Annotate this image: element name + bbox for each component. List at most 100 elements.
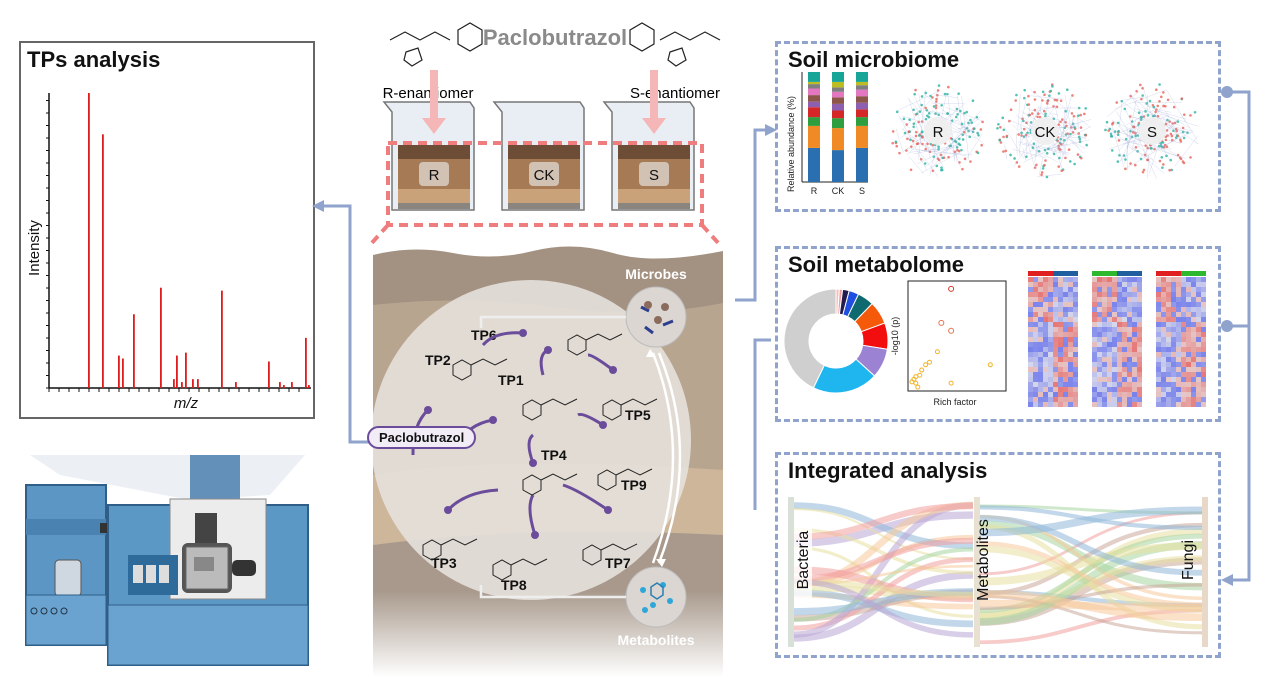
- network-label: S: [1147, 124, 1157, 141]
- network-ck: CK: [996, 83, 1091, 178]
- stack-segment: [856, 72, 868, 82]
- metabolome-charts: -log10 (p) Rich factor: [778, 249, 1218, 419]
- stack-segment: [856, 117, 868, 126]
- spectrum-peak: [235, 382, 237, 388]
- spectrum-peak: [185, 353, 187, 388]
- label-tp6: TP6: [471, 327, 497, 343]
- heatmap: [1028, 271, 1078, 407]
- r-structure: [390, 23, 482, 66]
- network-r: R: [891, 84, 984, 176]
- heatmap: [1092, 271, 1142, 407]
- soil-microbiome-panel: Soil microbiome Relative abundance (%) R…: [775, 41, 1221, 212]
- stack-segment: [832, 92, 844, 98]
- beaker-ck: CK: [494, 102, 584, 210]
- spectrum-peak: [160, 288, 162, 388]
- x-axis-label: m/z: [174, 395, 199, 412]
- stack-segment: [856, 82, 868, 85]
- scatter-xlabel: Rich factor: [933, 397, 976, 407]
- network-label: R: [933, 124, 944, 141]
- stack-segment: [856, 109, 868, 117]
- spectrum-peak: [118, 356, 120, 388]
- sankey-node-bar: [1202, 497, 1208, 647]
- heatmap-group-r: [1156, 271, 1181, 276]
- stack-segment: [832, 72, 844, 82]
- stack-segment: [832, 87, 844, 91]
- integrated-analysis-panel: Integrated analysis Bacteria Metabolites…: [775, 452, 1221, 658]
- node-fungi: Fungi: [1180, 540, 1197, 580]
- spectrum-peak: [176, 356, 178, 388]
- s-structure: [630, 23, 720, 66]
- paclobutrazol-node: Paclobutrazol: [367, 426, 476, 449]
- lc-ms-instrument: [20, 455, 320, 682]
- label-tp5: TP5: [625, 407, 651, 423]
- stack-segment: [856, 85, 868, 89]
- metabolites-icon: [626, 567, 686, 627]
- label-tp8: TP8: [501, 577, 527, 593]
- stack-segment: [832, 118, 844, 128]
- stack-segment: [808, 82, 820, 84]
- stack-segment: [856, 90, 868, 97]
- spectrum-peak: [88, 93, 90, 388]
- heatmap-group-ck: [1053, 271, 1078, 276]
- heatmap-group-r: [1028, 271, 1053, 276]
- mass-spectrum-chart: Intensity m/z: [21, 43, 313, 417]
- bar-tick-label: S: [859, 186, 865, 196]
- right-connector: [1215, 80, 1268, 600]
- stack-segment: [856, 96, 868, 103]
- label-tp2: TP2: [425, 352, 451, 368]
- stack-segment: [832, 82, 844, 88]
- label-tp3: TP3: [431, 555, 457, 571]
- stack-segment: [832, 97, 844, 104]
- stack-segment: [832, 150, 844, 182]
- spectrum-peak: [283, 385, 285, 388]
- tps-analysis-panel: TPs analysis Intensity m/z: [19, 41, 315, 419]
- network-s: S: [1104, 83, 1198, 178]
- scatter-ylabel: -log10 (p): [890, 317, 900, 356]
- soil-metabolome-panel: Soil metabolome -log10 (p) Rich factor: [775, 246, 1221, 422]
- heatmap: [1156, 271, 1206, 407]
- spectrum-peak: [181, 382, 183, 388]
- label-tp1: TP1: [498, 372, 524, 388]
- network-label: CK: [1035, 124, 1056, 141]
- spectrum-peak: [268, 361, 270, 388]
- bar-tick-label: CK: [832, 186, 845, 196]
- spectrum-peak: [102, 134, 104, 388]
- center-to-right-connectors: [735, 90, 815, 510]
- s-enantiomer-label: S-enantiomer: [630, 85, 720, 102]
- label-tp7: TP7: [605, 555, 631, 571]
- beaker-label: R: [429, 167, 440, 184]
- compound-title: Paclobutrazol: [483, 25, 627, 50]
- beaker-label: CK: [534, 167, 555, 184]
- spectrum-peak: [133, 314, 135, 388]
- spectrum-peak: [279, 382, 281, 388]
- heatmap-group-s: [1092, 271, 1117, 276]
- spectrum-peak: [122, 359, 124, 389]
- sankey-node-bar: [788, 497, 794, 647]
- spectrum-peak: [221, 291, 223, 388]
- metabolites-label: Metabolites: [617, 632, 694, 648]
- stack-segment: [856, 103, 868, 110]
- stack-segment: [808, 72, 820, 82]
- beaker-label: S: [649, 167, 659, 184]
- stack-segment: [808, 84, 820, 88]
- spectrum-peak: [291, 382, 293, 388]
- arrow-left-icon: [312, 200, 324, 212]
- stack-segment: [856, 126, 868, 148]
- heatmap-group-s: [1181, 271, 1206, 276]
- spectrum-peak: [192, 379, 194, 388]
- microbes-label: Microbes: [625, 266, 687, 282]
- heatmap-group-ck: [1117, 271, 1142, 276]
- r-enantiomer-label: R-enantiomer: [383, 85, 474, 102]
- label-tp4: TP4: [541, 447, 567, 463]
- enantiomer-setup: Paclobutrazol R-enantiomer S-enantiomer …: [370, 0, 740, 250]
- node-bacteria: Bacteria: [795, 531, 812, 590]
- stack-segment: [832, 104, 844, 111]
- y-axis-label: Intensity: [26, 220, 43, 276]
- spectrum-peak: [173, 379, 175, 388]
- label-tp9: TP9: [621, 477, 647, 493]
- arrow-left-icon: [1221, 574, 1233, 586]
- sankey-chart: Bacteria Metabolites Fungi: [778, 455, 1218, 655]
- stack-segment: [856, 148, 868, 182]
